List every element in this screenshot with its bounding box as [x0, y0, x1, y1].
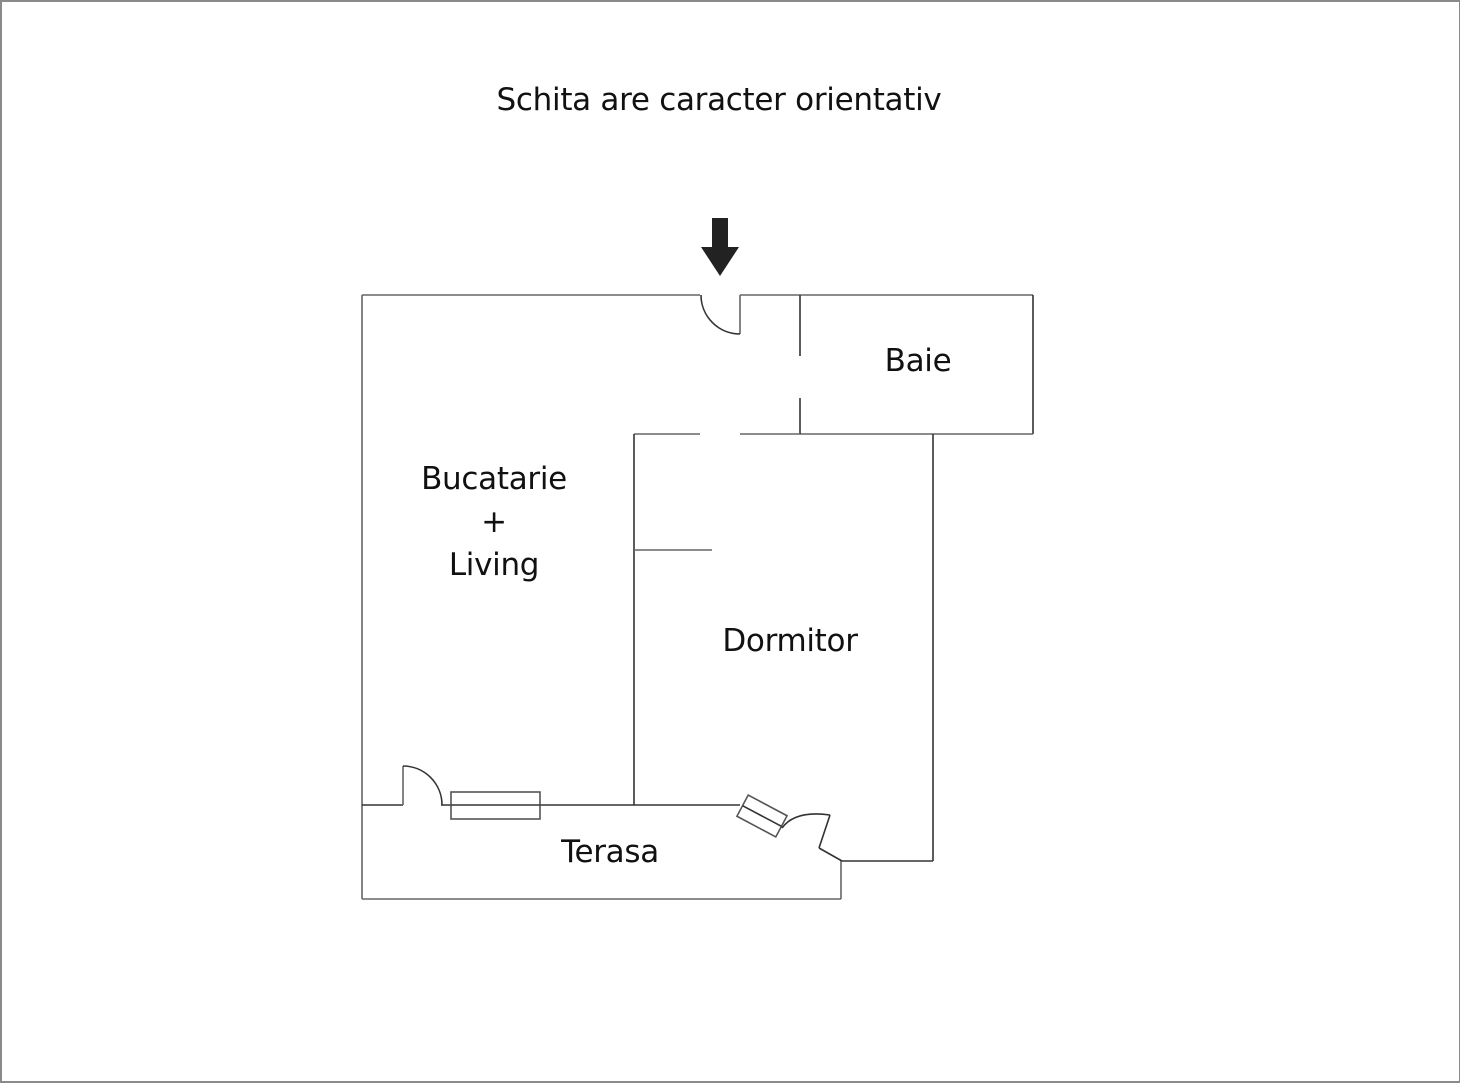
terrace-door-bedroom — [781, 813, 843, 862]
bedroom-window — [735, 793, 789, 839]
terrace-door-living — [402, 765, 443, 806]
room-label-bathroom: Baie — [884, 343, 952, 379]
exterior-walls — [361, 294, 1034, 900]
disclaimer-title: Schita are caracter orientativ — [496, 82, 942, 118]
entry-door — [700, 294, 741, 335]
room-label-plus: + — [481, 504, 507, 540]
room-label-living: Living — [448, 547, 540, 583]
room-label-terrace: Terasa — [561, 834, 659, 870]
room-label-kitchen-living: Bucatarie + Living — [414, 458, 574, 587]
room-label-kitchen: Bucatarie — [421, 461, 567, 497]
room-label-bedroom: Dormitor — [722, 623, 858, 659]
entrance-arrow-icon — [701, 218, 739, 276]
